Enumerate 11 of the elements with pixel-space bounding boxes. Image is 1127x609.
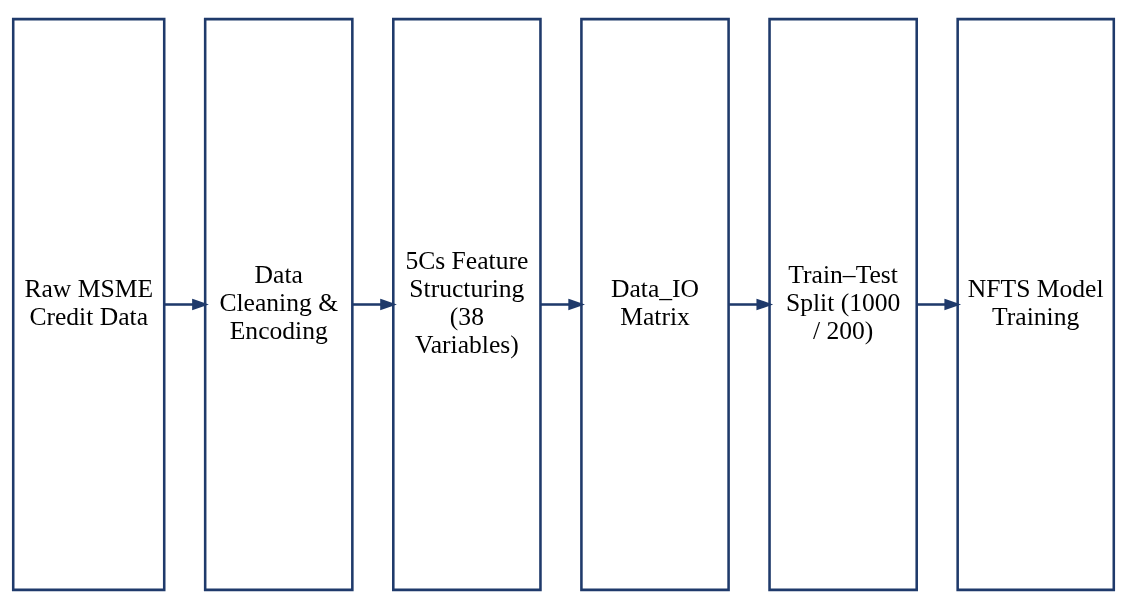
node-box: Data Cleaning & Encoding: [203, 17, 354, 592]
node-box: NFTS Model Training: [956, 17, 1116, 592]
node-box: Raw MSME Credit Data: [11, 17, 166, 592]
node-box: 5Cs Feature Structuring (38 Variables): [392, 17, 542, 592]
arrow: [729, 298, 774, 311]
node-box: Train–Test Split (1000 / 200): [768, 17, 918, 592]
arrow: [540, 298, 585, 311]
node-box: Data_IO Matrix: [580, 17, 730, 592]
arrow: [352, 298, 397, 311]
arrow: [164, 298, 209, 311]
arrow: [916, 298, 962, 311]
